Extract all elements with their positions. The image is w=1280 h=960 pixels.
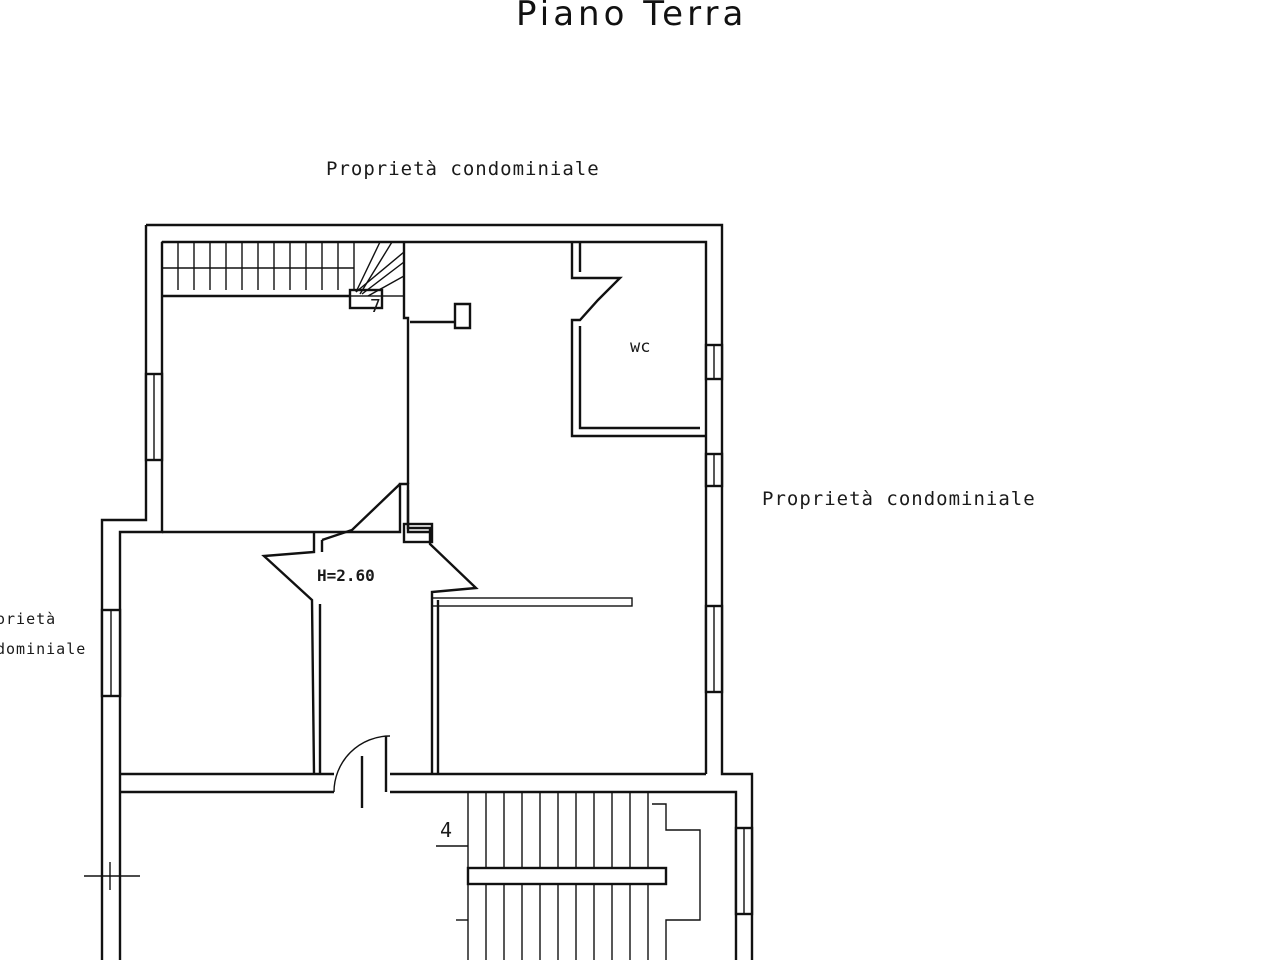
windows <box>84 343 754 916</box>
floor-title: Piano Terra <box>516 0 748 34</box>
label-wc: wc <box>630 337 651 357</box>
upper-stair <box>161 241 405 310</box>
label-right-property: Proprietà condominiale <box>762 488 1036 510</box>
lower-stair <box>436 792 701 960</box>
label-left-line1: orietà <box>0 610 57 628</box>
interior-walls <box>162 242 706 808</box>
outer-walls <box>100 223 754 960</box>
label-left-line2: dominiale <box>0 640 87 658</box>
label-stair-number-bottom: 4 <box>440 818 453 842</box>
label-left-property: orietà dominiale <box>0 604 86 664</box>
label-top-property: Proprietà condominiale <box>326 158 600 180</box>
label-stair-number-top: 7 <box>370 296 381 317</box>
label-ceiling-height: H=2.60 <box>317 566 375 585</box>
